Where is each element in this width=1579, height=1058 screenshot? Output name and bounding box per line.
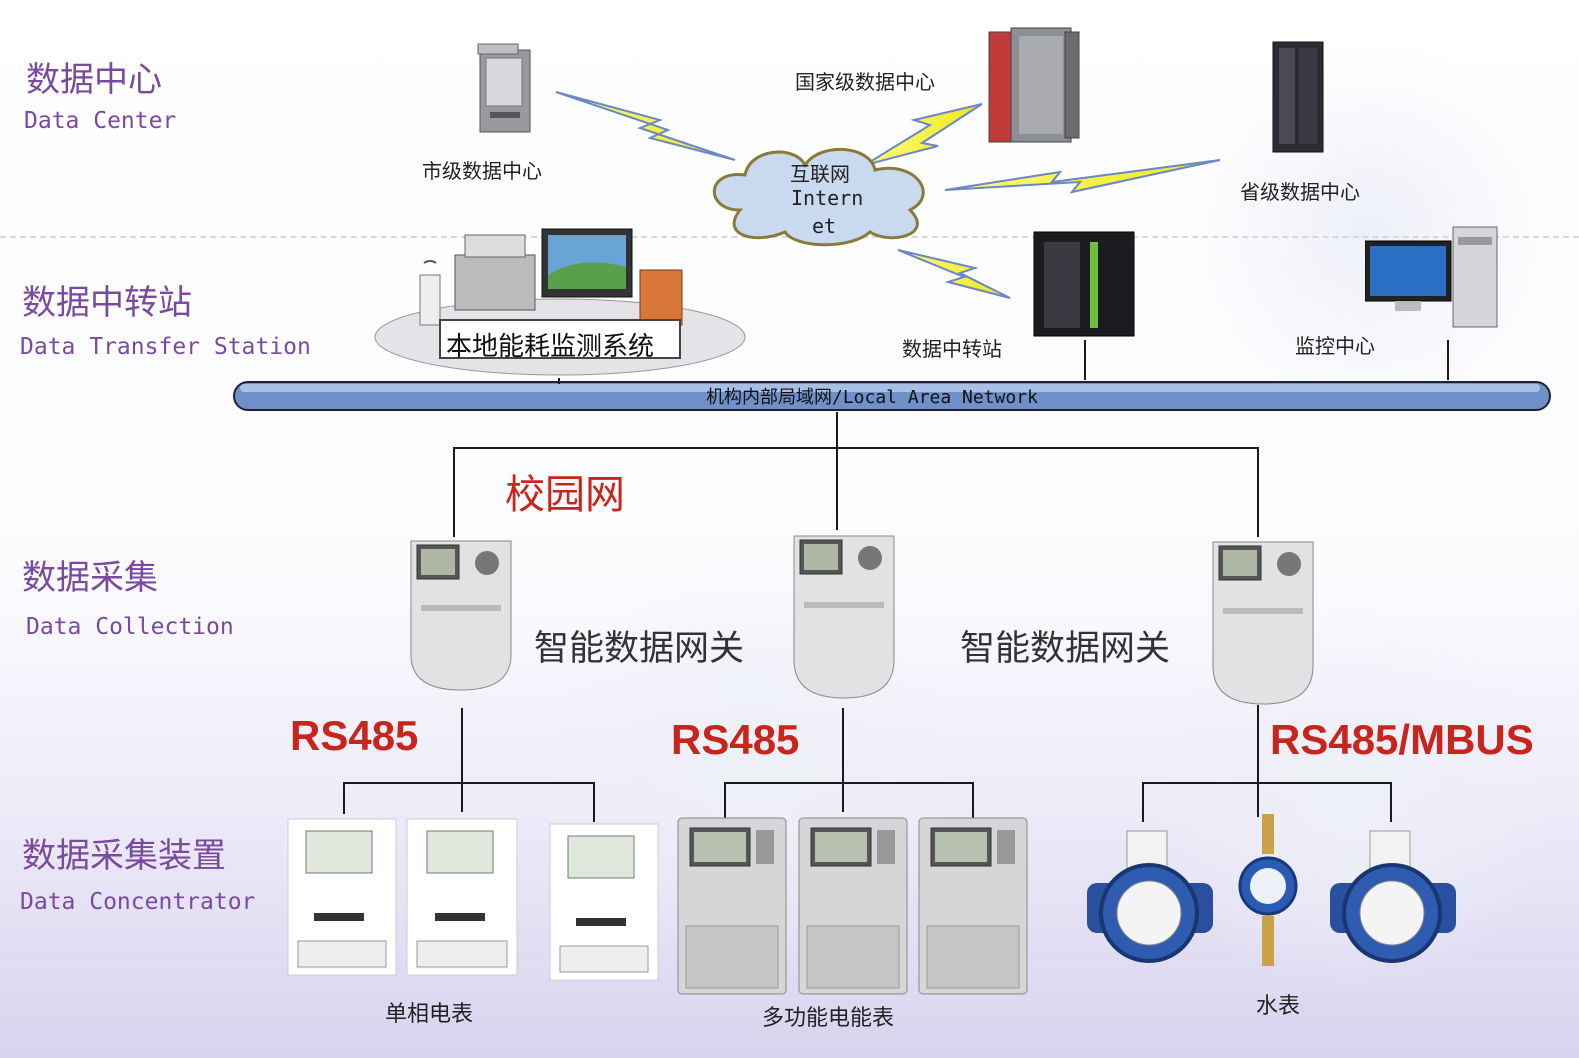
gateway-label: 智能数据网关 xyxy=(534,629,745,669)
single-phase-meter-label: 单相电表 xyxy=(385,1002,474,1027)
transfer-server-icon xyxy=(1033,231,1135,337)
city-data-center-label: 市级数据中心 xyxy=(422,159,542,183)
multi-function-meter-label: 多功能电能表 xyxy=(762,1006,895,1031)
connector-line xyxy=(724,782,974,784)
layer-title-data-collection: 数据采集 xyxy=(22,558,158,598)
connector-line xyxy=(1142,782,1144,822)
water-meter-icon xyxy=(1330,830,1456,963)
local-monitoring-system-label: 本地能耗监测系统 xyxy=(446,332,655,362)
internet-label-en: Intern xyxy=(791,186,864,210)
connector-line xyxy=(1390,782,1392,822)
wireless-links xyxy=(555,91,1221,299)
single-phase-meter-icon xyxy=(549,823,659,981)
connector-line xyxy=(1257,447,1259,537)
connector-line xyxy=(972,782,974,818)
connector-line xyxy=(724,782,726,818)
internet-label: 互联网 xyxy=(790,162,850,186)
local-monitoring-system-icon xyxy=(374,228,746,376)
mainframe-icon xyxy=(988,27,1080,143)
connector-line xyxy=(1447,340,1449,380)
layer-subtitle-data-center: Data Center xyxy=(24,108,177,134)
monitor-center-label: 监控中心 xyxy=(1295,334,1375,358)
single-phase-meter-icon xyxy=(406,818,518,976)
connector-line xyxy=(558,378,560,384)
internet-label-en: et xyxy=(812,214,837,238)
water-meter-label: 水表 xyxy=(1256,994,1301,1019)
lan-pipe xyxy=(233,381,1551,411)
connector-line xyxy=(453,447,1259,449)
multi-function-meter-icon xyxy=(798,817,908,995)
connector-line xyxy=(1257,705,1259,817)
single-phase-meter-icon xyxy=(287,818,397,976)
gateway-label: 智能数据网关 xyxy=(960,629,1171,669)
server-rack-icon xyxy=(1272,41,1324,153)
national-data-center-label: 国家级数据中心 xyxy=(795,70,935,94)
connector-line xyxy=(343,782,345,814)
lightning-icon xyxy=(555,91,1221,299)
multi-function-meter-icon xyxy=(918,817,1028,995)
connector-line xyxy=(453,447,455,537)
gateway-device-icon xyxy=(793,535,895,699)
provincial-data-center-label: 省级数据中心 xyxy=(1240,180,1360,204)
layer-title-transfer-station: 数据中转站 xyxy=(22,283,192,323)
gateway-device-icon xyxy=(410,540,512,691)
bus-label-rs485-middle: RS485 xyxy=(671,716,800,763)
water-meter-icon xyxy=(1087,830,1213,963)
layer-title-data-center: 数据中心 xyxy=(26,60,162,100)
server-icon xyxy=(477,43,531,133)
multi-function-meter-icon xyxy=(677,817,787,995)
connector-line xyxy=(461,708,463,812)
connector-line xyxy=(343,782,595,784)
connector-line xyxy=(1084,340,1086,380)
small-water-meter-icon xyxy=(1238,814,1298,966)
campus-network-label: 校园网 xyxy=(505,472,625,518)
layer-subtitle-data-collection: Data Collection xyxy=(26,614,234,640)
bus-label-rs485-mbus: RS485/MBUS xyxy=(1270,716,1534,763)
layer-subtitle-data-concentrator: Data Concentrator xyxy=(20,889,256,915)
connector-line xyxy=(836,412,838,530)
connector-line xyxy=(593,782,595,822)
connector-line xyxy=(842,708,844,812)
gateway-device-icon xyxy=(1212,541,1314,705)
layer-subtitle-transfer-station: Data Transfer Station xyxy=(20,334,311,360)
internet-cloud-icon xyxy=(712,147,925,247)
connector-line xyxy=(1142,782,1392,784)
transfer-station-label: 数据中转站 xyxy=(902,337,1002,361)
computer-icon xyxy=(1365,226,1498,328)
lan-label: 机构内部局域网/Local Area Network xyxy=(706,387,1038,408)
bus-label-rs485-left: RS485 xyxy=(290,712,419,759)
layer-title-data-concentrator: 数据采集装置 xyxy=(22,836,226,876)
